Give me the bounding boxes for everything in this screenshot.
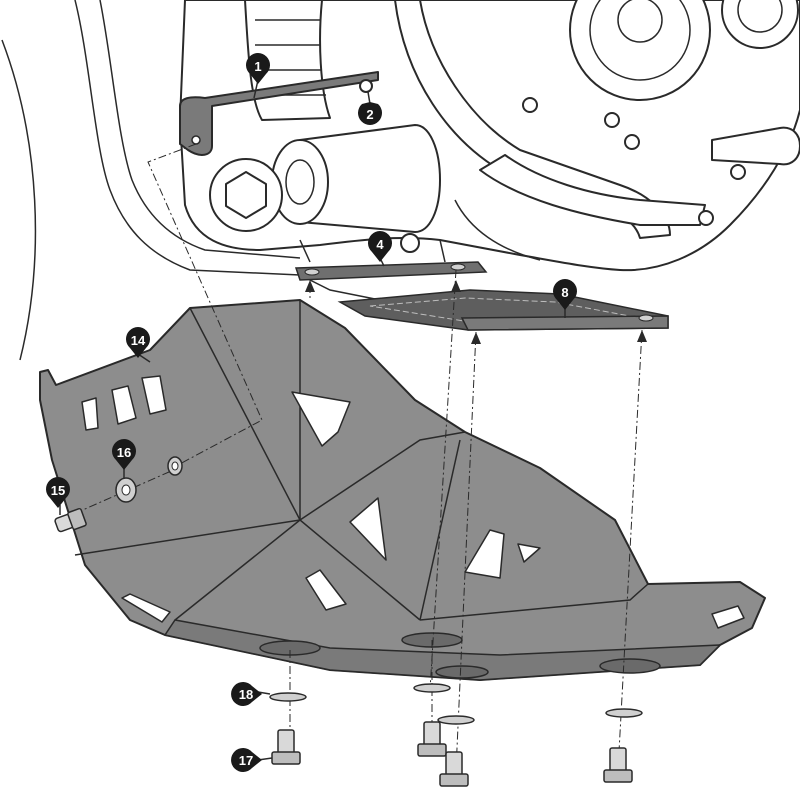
engine-cover-large	[569, 0, 711, 101]
engine-cover-center	[617, 0, 663, 43]
callout-number: 17	[239, 753, 253, 768]
bracket-part-1	[179, 71, 379, 156]
bracket-nut	[359, 79, 373, 93]
callout-number: 15	[51, 483, 65, 498]
callout-4: 4	[368, 231, 393, 262]
callout-number: 2	[366, 107, 373, 122]
skid-plate-bottom-face	[163, 619, 722, 681]
skid-plate-body	[39, 299, 766, 681]
crease-3	[74, 519, 301, 556]
drain-plug-hex	[225, 171, 267, 219]
crease-1	[189, 307, 301, 521]
bolt	[439, 751, 469, 787]
engine-bolts	[400, 97, 746, 253]
oil-filter	[299, 124, 441, 233]
callout-8: 8	[553, 279, 578, 310]
engine-cover-right-inner	[737, 0, 783, 33]
callout-1: 1	[246, 53, 270, 84]
oil-filter-cap-inner	[285, 159, 315, 205]
crease-7	[174, 519, 301, 621]
frame-tube-inner	[99, 0, 301, 259]
side-bolt-part-15	[54, 507, 87, 533]
crease-6	[419, 583, 649, 621]
callout-15: 15	[46, 477, 70, 508]
callout-17: 17	[231, 748, 262, 773]
assembly-arrows	[305, 280, 647, 344]
callout-number: 18	[239, 687, 253, 702]
callout-14: 14	[126, 327, 150, 358]
engine-cover-right	[721, 0, 799, 49]
callout-number: 8	[561, 285, 568, 300]
engine-outline	[1, 0, 800, 361]
engine-cover-ring	[589, 0, 691, 81]
callout-18: 18	[231, 682, 262, 707]
engine-fins	[255, 19, 326, 96]
bracket-hole	[191, 135, 201, 145]
skid-plate-part-14	[39, 299, 766, 681]
bolt	[603, 747, 633, 783]
exhaust-pipe-1	[394, 0, 671, 239]
casing-detail-2	[299, 239, 446, 263]
crease-4	[299, 431, 466, 521]
casing-detail-1	[454, 199, 541, 261]
callout-2: 2	[358, 102, 383, 125]
mesh-guard-part-8	[337, 289, 669, 331]
bolts-part-17	[271, 721, 633, 787]
wheel-arc	[1, 39, 37, 361]
skid-plate-vents	[81, 375, 745, 629]
callout-number: 14	[131, 333, 146, 348]
callout-number: 1	[254, 59, 261, 74]
washer-part-16	[115, 456, 183, 503]
callout-16: 16	[112, 439, 137, 470]
washers-part-18	[269, 683, 643, 725]
mount-plate-part-4	[294, 261, 488, 281]
bolt	[417, 721, 447, 757]
callout-number: 4	[376, 237, 384, 252]
frame-tube-outer	[74, 0, 301, 276]
bolt	[271, 729, 301, 765]
callout-number: 16	[117, 445, 131, 460]
